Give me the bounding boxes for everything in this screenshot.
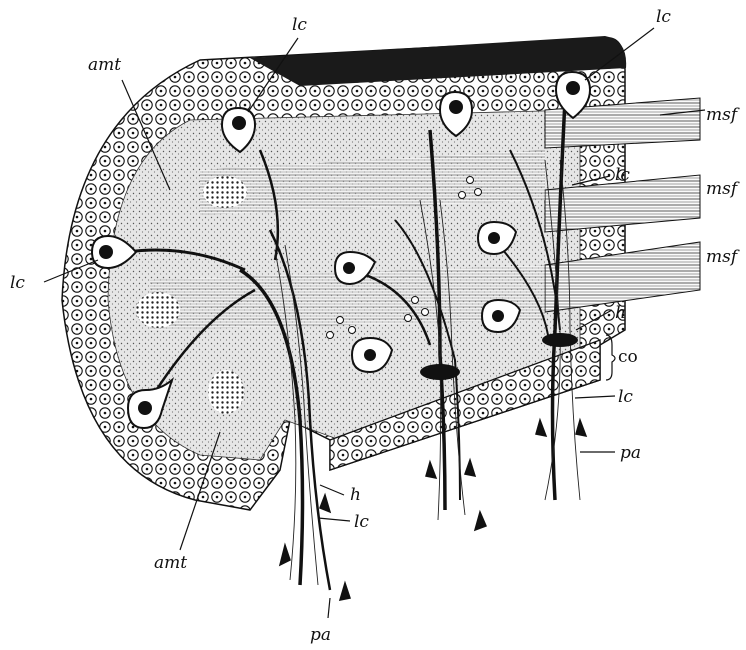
label-lc-right-2: lc: [618, 387, 633, 407]
label-lc-left: lc: [10, 273, 25, 293]
label-h-bottom: h: [350, 485, 361, 505]
label-pa-right: pa: [620, 443, 641, 463]
label-msf-3: msf: [706, 247, 740, 267]
label-lc-bottom: lc: [354, 512, 369, 532]
label-amt-top: amt: [88, 55, 121, 75]
label-h-right: h: [615, 303, 626, 323]
label-co: co: [618, 347, 638, 367]
label-lc-right-1: lc: [615, 165, 630, 185]
label-msf-1: msf: [706, 105, 740, 125]
label-msf-2: msf: [706, 179, 740, 199]
label-lc-top-center: lc: [292, 15, 307, 35]
label-amt-bottom: amt: [154, 553, 187, 573]
label-lc-top-right: lc: [656, 7, 671, 27]
label-pa-bottom: pa: [310, 625, 331, 645]
